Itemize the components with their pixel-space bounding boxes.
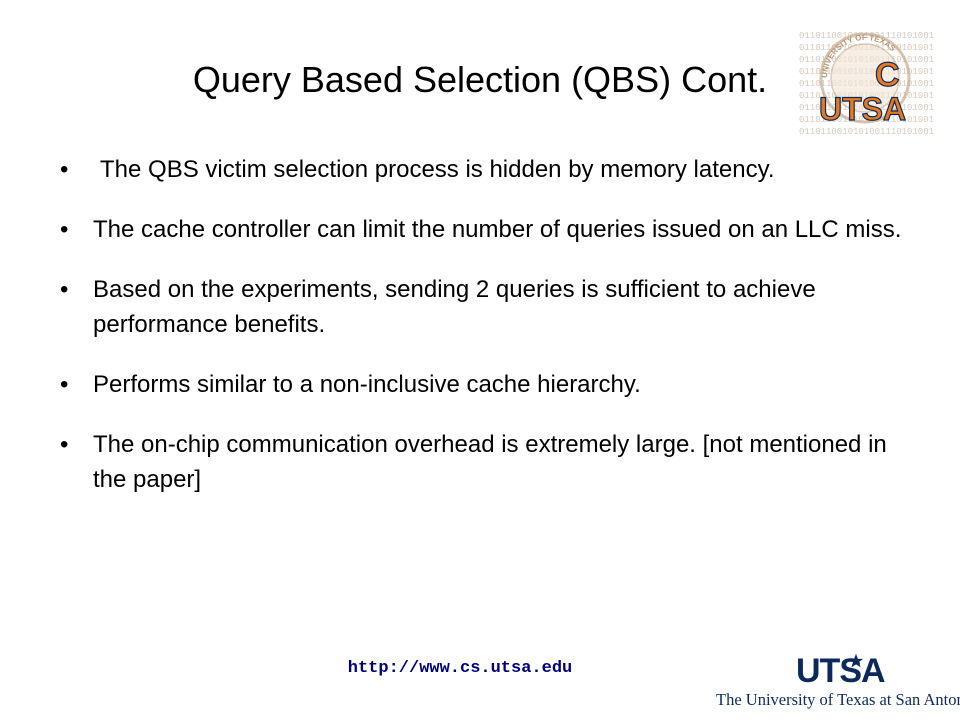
bullet-dot: • [60, 431, 69, 458]
bullet-dot: • [60, 156, 69, 183]
binary-text: 0110110010101001110101001 [799, 127, 934, 137]
bullet-list: • The QBS victim selection process is hi… [60, 152, 920, 522]
bullet-item: • The on-chip communication overhead is … [60, 427, 920, 497]
bullet-text: The cache controller can limit the numbe… [93, 216, 902, 243]
bullet-text: The on-chip communication overhead is ex… [93, 431, 887, 493]
bullet-item: • The cache controller can limit the num… [60, 212, 920, 247]
bullet-item: • Based on the experiments, sending 2 qu… [60, 272, 920, 342]
bullet-dot: • [60, 276, 69, 303]
utsa-wordmark: UTSA [796, 652, 886, 690]
binary-text: 0110110010101001110101001 [799, 31, 934, 41]
logo-c-letter: C [875, 56, 900, 94]
bullet-item: • Performs similar to a non-inclusive ca… [60, 367, 920, 402]
bullet-text: Performs similar to a non-inclusive cach… [93, 371, 641, 398]
slide-title: Query Based Selection (QBS) Cont. [192, 59, 768, 100]
utsa-footer-logo: UTSA The University of Texas at San Anto… [708, 652, 960, 714]
bullet-dot: • [60, 371, 69, 398]
bullet-dot: • [60, 216, 69, 243]
logo-utsa-word: UTSA [819, 91, 906, 127]
bullet-text: Based on the experiments, sending 2 quer… [93, 276, 816, 338]
university-name: The University of Texas at San Antonio [716, 690, 960, 709]
bullet-text: The QBS victim selection process is hidd… [100, 156, 775, 183]
bullet-item: • The QBS victim selection process is hi… [60, 152, 920, 187]
binary-text: 0110110010101001110101001 [799, 115, 934, 125]
star-icon [848, 653, 864, 668]
footer-url-link[interactable]: http://www.cs.utsa.edu [347, 659, 573, 678]
utsa-cs-logo: 0110110010101001110101001 01101100101010… [799, 31, 934, 137]
seal-icon: UNIVERSITY OF TEXAS [819, 32, 911, 124]
